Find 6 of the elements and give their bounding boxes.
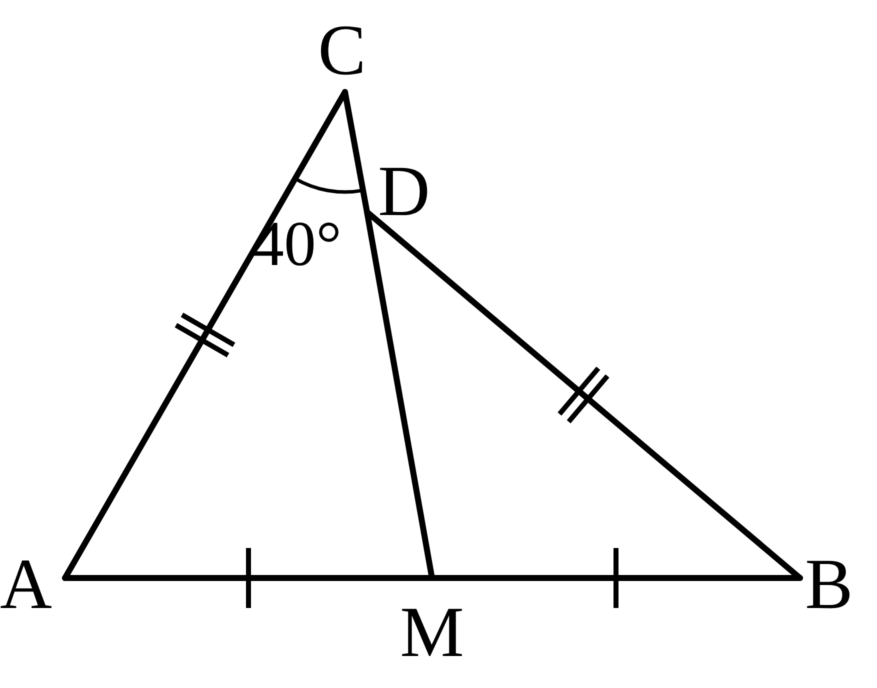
point-label: A: [0, 548, 52, 620]
point-label: B: [805, 548, 854, 620]
point-label: C: [318, 14, 366, 86]
angle-label: 40°: [252, 212, 342, 276]
point-label: M: [400, 596, 464, 668]
point-label: D: [378, 155, 430, 227]
